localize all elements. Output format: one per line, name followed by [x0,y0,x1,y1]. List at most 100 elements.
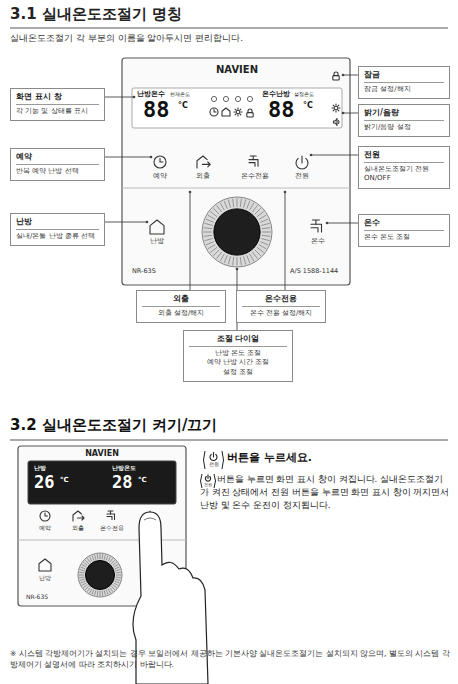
dial-knurl [83,562,87,565]
dial-knurl [95,590,96,595]
parenthesis [201,474,203,488]
callout-body: 예약 난방 시간 조절 [189,358,287,367]
clock-face [210,108,218,116]
leader-dot [189,191,192,194]
display-text: 온수난방 [262,91,290,98]
title-rule [10,28,448,29]
button-label: 온수전용 [100,525,124,532]
dial-knurl [85,560,89,564]
power-icon [210,453,217,461]
callout-heading: 잠금 [364,70,444,83]
callout-heading: 전원 [364,150,444,163]
dial-knurl [250,203,254,210]
lock-stroke [248,109,252,113]
model-number: NR-63S [132,268,156,275]
dial-knurl [233,257,234,265]
leader-dot [284,191,287,194]
leader-dot [342,74,345,77]
clock-icon [40,511,50,521]
dial-knurl [244,256,246,264]
callout-box: 화면 표시 창각 기능 및 상태를 표시 [10,88,105,121]
sun-stroke [235,109,237,111]
leader-dot [133,96,136,99]
leader-dot [342,112,345,115]
dial-knurl [203,232,211,233]
callout-box: 온수전용온수 전용 설정/해지 [236,290,326,323]
dial-knurl [79,577,84,579]
lock-icon [247,109,253,117]
sun-stroke [234,111,235,112]
button-label: 온수 [311,238,325,245]
dial-knurl [104,555,105,560]
callout-box: 난방실내/온돌 난방 종류 선택 [10,213,105,246]
dial-knurl [115,579,120,580]
dial-knurl [108,589,111,594]
callout-body: 설정 조절 [189,368,287,377]
icon-caption: 전원 [209,462,219,467]
leader-dot [326,222,329,225]
callout-body: 잠금 설정/해지 [364,85,444,94]
dial-knurl [80,570,85,571]
lock-body [333,76,339,80]
dial-knurl [262,232,270,233]
leader-line [190,192,191,290]
sun-icon [332,104,340,112]
sun-stroke [337,105,339,107]
faucet-stroke [311,228,318,232]
speaker-icon [334,119,340,126]
dial-knurl [82,564,87,567]
display-text: 난방 [34,465,46,472]
dial-ring [202,197,272,267]
callout-box: 외출외출 설정/해지 [136,290,226,323]
callout-body: 각 기능 및 상태를 표시 [16,107,99,116]
dial-knurl [240,199,241,207]
dial-knurl [210,247,217,252]
callout-heading: 예약 [16,152,99,165]
subtitle: 실내온도조절기 각 부분의 이름을 알아두시면 편리합니다. [10,33,243,43]
thermostat-body [122,58,350,285]
house-icon [150,220,164,234]
sun-stroke [335,104,336,105]
dial-knurl [80,581,85,583]
dial-knurl [204,228,212,229]
dial-knurl [83,585,87,588]
sun-stroke [333,109,335,111]
callout-body: 온수 온도 조절 [364,233,444,242]
clock-icon [154,156,166,168]
instruction-body: 버튼을 누르면 화면 표시 창이 켜집니다. 실내온도조절기가 켜진 상태에서 … [200,473,450,511]
house-stroke [222,108,230,116]
dial-knurl [213,250,219,256]
dial-knurl [261,223,269,225]
dial-knurl [115,570,120,571]
dial-knurl [206,219,214,222]
clock-face [154,156,166,168]
display-digits: 88 [143,99,170,121]
dial-knurl [113,562,117,565]
display-text: 설정온도 [294,92,314,98]
brand-logo: NAVIEN [216,64,258,76]
dial-knurl [260,242,268,245]
sun-core [334,106,338,110]
faucet-icon [107,511,115,520]
callout-box: 온수온수 온도 조절 [358,214,450,247]
dial-knurl [228,200,230,208]
dial-knob [214,209,260,255]
button-label: 외출 [196,173,210,180]
clock-face [40,511,50,521]
dial-knurl [224,201,227,209]
dial-knurl [97,554,99,559]
dial-knurl [85,586,89,590]
sun-stroke [237,115,238,116]
dial-knurl [220,254,224,261]
dial-knurl [80,567,85,569]
dial-knurl [106,590,108,595]
dial-knurl [244,200,246,208]
dial-knurl [115,567,120,569]
dial-knurl [100,554,101,559]
callout-box: 잠금잠금 설정/해지 [358,66,450,99]
faucet-stroke [107,514,115,520]
display-indicator [223,96,228,101]
display-unit: °C [178,101,188,110]
callout-body: 난방 온도 조절 [189,349,287,358]
leader-dot [150,156,153,159]
